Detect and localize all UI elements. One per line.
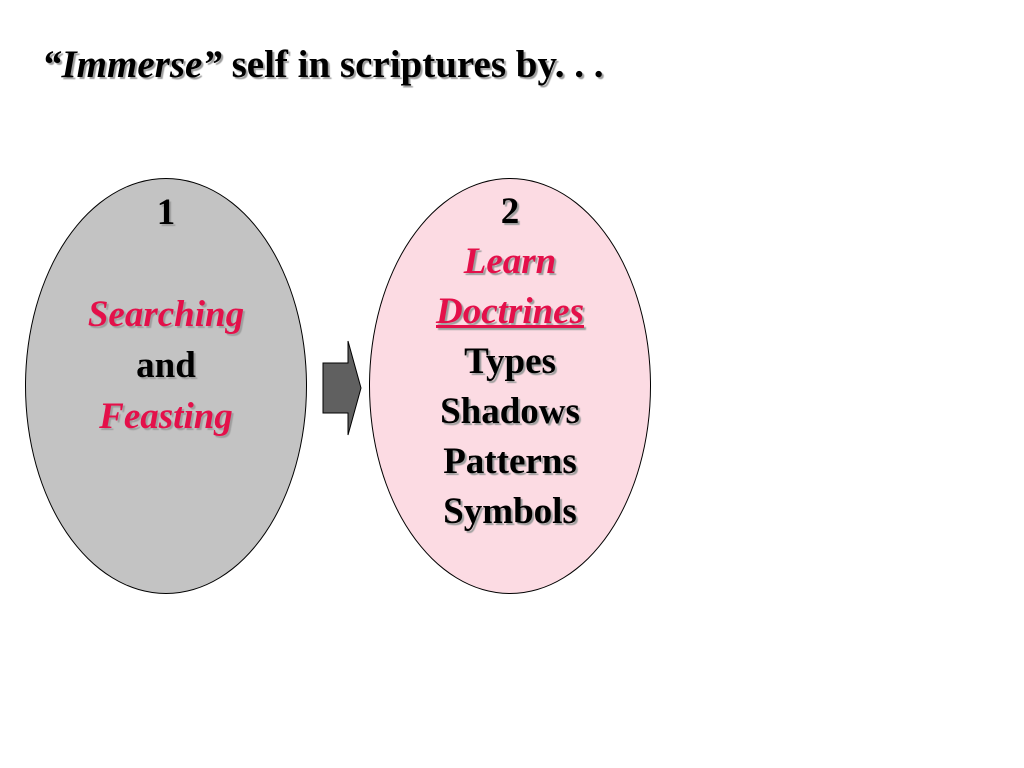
step-two-item-shadows: Shadows [440,391,580,432]
step-two-oval: 2 Learn Doctrines Types Shadows Patterns… [369,178,651,594]
step-one-feasting: Feasting [99,396,233,437]
step-one-number: 1 [156,192,176,233]
step-two-item-patterns: Patterns [443,441,577,482]
title-quoted-word: “Immerse” [42,43,222,86]
step-two-item-symbols: Symbols [443,491,577,532]
right-arrow-icon [322,340,362,436]
step-two-learn: Learn [463,241,557,282]
step-two-number: 2 [500,191,520,232]
step-one-searching: Searching [87,294,245,335]
step-one-text: 1 Searching and Feasting [26,187,306,442]
step-two-doctrines: Doctrines [436,291,584,332]
step-two-item-types: Types [464,341,556,382]
slide-title: “Immerse” self in scriptures by. . . [42,42,604,87]
step-one-spacer [26,238,306,289]
step-one-and: and [136,345,196,386]
step-one-oval: 1 Searching and Feasting [25,178,307,594]
title-rest: self in scriptures by. . . [221,43,604,86]
step-two-text: 2 Learn Doctrines Types Shadows Patterns… [370,187,650,537]
